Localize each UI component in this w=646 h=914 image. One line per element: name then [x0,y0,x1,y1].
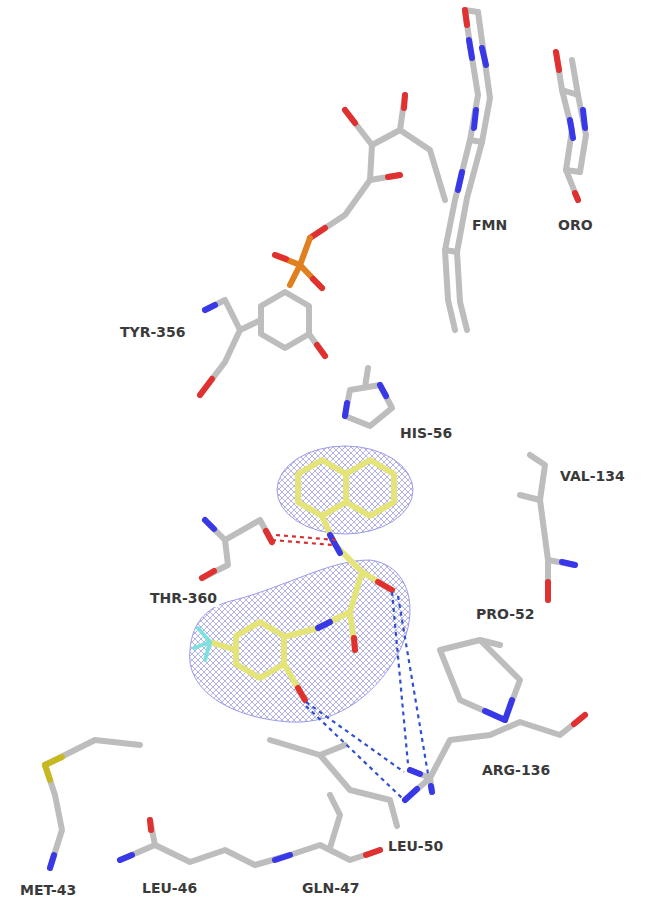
backbone-sticks [120,795,380,865]
met-atoms [45,757,62,868]
fmn-sticks [445,10,490,330]
hydrogen-bonds [272,535,428,798]
pro-sticks [440,640,520,720]
met-sticks [45,740,140,868]
residue-label: ORO [556,217,595,234]
residue-label: ARG-136 [480,762,552,779]
ribityl-oxygens [310,95,405,238]
his-atoms [345,385,386,416]
residue-label: GLN-47 [300,880,361,897]
ligand-sticks [210,460,394,700]
arg-atoms [405,715,585,800]
thr-atoms [202,520,272,578]
orotate-sticks [556,52,586,200]
residue-label: TYR-356 [118,324,188,341]
density-mesh [190,446,413,722]
pro-atoms [485,700,512,720]
residue-label: MET-43 [18,882,78,899]
phosphate-group [275,238,322,288]
residue-label: LEU-46 [140,880,199,897]
thr-sticks [202,520,272,578]
ligand-atoms [298,535,392,700]
tyr-sticks [200,292,325,395]
residue-label: LEU-50 [386,838,445,855]
fmn-atoms [458,10,486,190]
his-sticks [345,368,392,426]
arg-sticks [405,715,585,800]
tyr-atoms [200,305,325,395]
residue-label: FMN [470,217,509,234]
residue-label: THR-360 [148,590,219,607]
residue-label: HIS-56 [398,425,454,442]
val-atoms [548,562,575,600]
residue-label: VAL-134 [558,468,627,485]
trifluoromethyl [194,628,210,660]
orotate-atoms [556,52,585,200]
ribityl-chain [310,95,445,238]
residue-label: PRO-52 [474,606,537,623]
backbone-atoms [120,820,380,860]
